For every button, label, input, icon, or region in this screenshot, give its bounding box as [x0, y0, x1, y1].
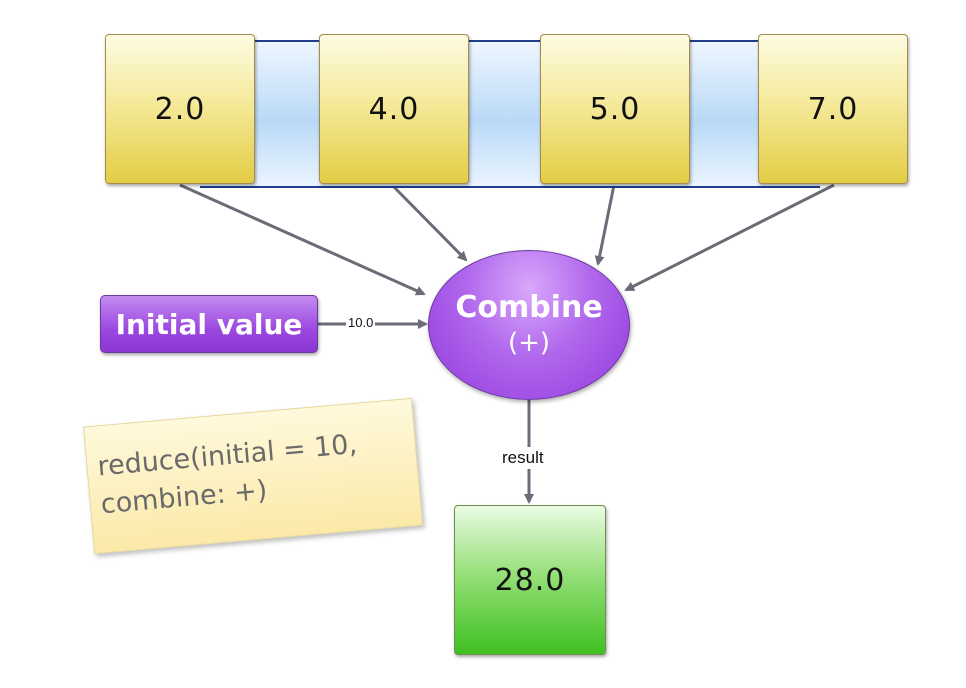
result-box: 28.0: [454, 505, 606, 655]
array-element: 2.0: [105, 34, 255, 184]
array-element: 5.0: [540, 34, 690, 184]
array-element: 7.0: [758, 34, 908, 184]
combine-title: Combine: [455, 290, 603, 325]
initial-edge-label: 10.0: [346, 315, 376, 330]
combine-node: Combine (+): [428, 250, 630, 400]
combine-operator: (+): [507, 328, 551, 358]
arrow-element-2-to-combine: [390, 183, 468, 262]
initial-value-box: Initial value: [100, 295, 318, 353]
arrow-element-1-to-combine: [179, 183, 426, 296]
array-element: 4.0: [319, 34, 469, 184]
arrow-element-3-to-combine: [594, 184, 616, 266]
array-strip: [200, 40, 820, 188]
arrow-element-4-to-combine: [624, 183, 835, 292]
result-edge-label: result: [499, 447, 547, 469]
